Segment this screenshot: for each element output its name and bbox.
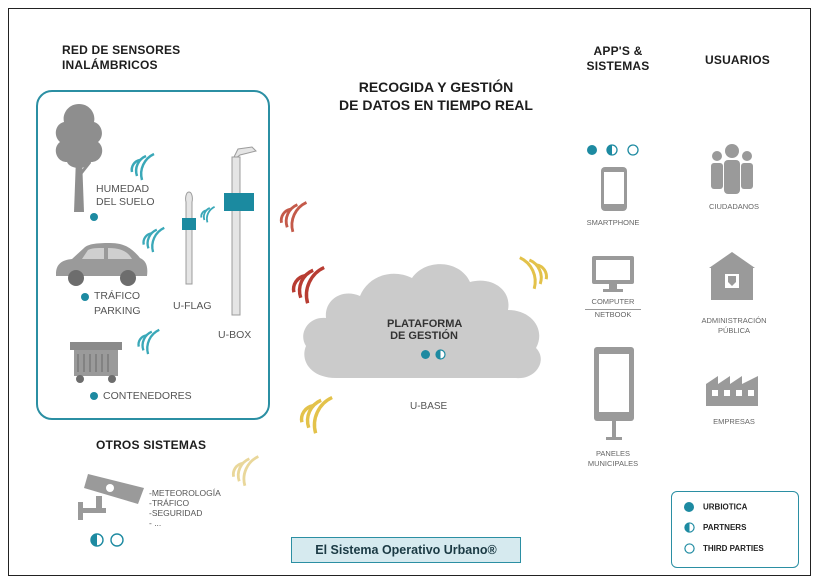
tree-icon (55, 104, 103, 212)
legend-item-third-parties: THIRD PARTIES (684, 543, 764, 554)
partners-half-dot (606, 144, 618, 156)
urbiotica-dot (81, 293, 89, 301)
traffic-label: TRÁFICO PARKING (94, 290, 141, 317)
other-systems-heading: OTROS SISTEMAS (96, 438, 207, 452)
title-banner: El Sistema Operativo Urbano® (291, 537, 521, 563)
municipal-panel-icon (594, 347, 634, 440)
smartphone-icon (601, 167, 627, 211)
urbiotica-dot (90, 392, 98, 400)
third-parties-ring (110, 533, 124, 547)
sensor-network-box (36, 90, 270, 420)
third-parties-ring (627, 144, 639, 156)
wifi-signal-icon (299, 395, 333, 434)
u-box-streetlight-icon (224, 146, 257, 316)
computer-icon (592, 256, 634, 292)
urbiotica-dot (90, 213, 98, 221)
u-flag-label: U-FLAG (173, 300, 212, 312)
wifi-signal-icon (137, 328, 160, 355)
users-heading: USUARIOS (705, 53, 770, 67)
wifi-signal-icon (142, 226, 165, 253)
third-parties-ring (684, 543, 695, 554)
humidity-label: HUMEDAD DEL SUELO (96, 183, 155, 208)
wifi-signal-icon (519, 256, 548, 290)
wifi-signal-icon (200, 205, 216, 223)
containers-label: CONTENEDORES (103, 390, 192, 402)
partners-half-dot (684, 522, 695, 533)
public-admin-label: ADMINISTRACIÓN PÚBLICA (701, 316, 767, 335)
u-base-label: U-BASE (410, 401, 448, 412)
smartphone-label: SMARTPHONE (586, 218, 640, 227)
computer-label: COMPUTER NETBOOK (577, 297, 649, 320)
citizens-icon (711, 144, 753, 194)
legend: URBIOTICA PARTNERS THIRD PARTIES (671, 491, 799, 568)
town-hall-icon (709, 252, 755, 300)
factory-icon (706, 376, 758, 406)
diagram-frame (8, 8, 811, 576)
apps-heading: APP'S & SISTEMAS (586, 44, 650, 73)
legend-item-partners: PARTNERS (684, 522, 746, 533)
partners-half-dot (90, 533, 104, 547)
panels-label: PANELES MUNICIPALES (587, 449, 639, 468)
partners-half-dot (435, 349, 446, 360)
wifi-signal-icon (291, 265, 325, 304)
urbiotica-dot (587, 145, 597, 155)
citizens-label: CIUDADANOS (708, 202, 759, 211)
sensors-heading: RED DE SENSORES INALÁMBRICOS (62, 43, 181, 72)
container-icon (70, 342, 122, 383)
data-heading: RECOGIDA Y GESTIÓN DE DATOS EN TIEMPO RE… (339, 79, 533, 113)
car-icon (56, 243, 148, 286)
u-box-label: U-BOX (218, 329, 252, 341)
u-flag-pole-icon (182, 191, 196, 285)
legend-item-urbiotica: URBIOTICA (684, 502, 747, 512)
other-systems-list: -METEOROLOGÍA -TRÁFICO -SEGURIDAD - ... (149, 488, 221, 528)
urbiotica-dot (684, 502, 694, 512)
urbiotica-dot (421, 350, 430, 359)
companies-label: EMPRESAS (713, 417, 755, 426)
wifi-signal-icon (130, 152, 155, 181)
platform-title: PLATAFORMA DE GESTIÓN (387, 318, 463, 342)
wifi-signal-icon (279, 201, 308, 233)
security-camera-icon (78, 474, 144, 520)
cloud-platform-icon (303, 264, 541, 379)
wifi-signal-icon (231, 455, 260, 487)
